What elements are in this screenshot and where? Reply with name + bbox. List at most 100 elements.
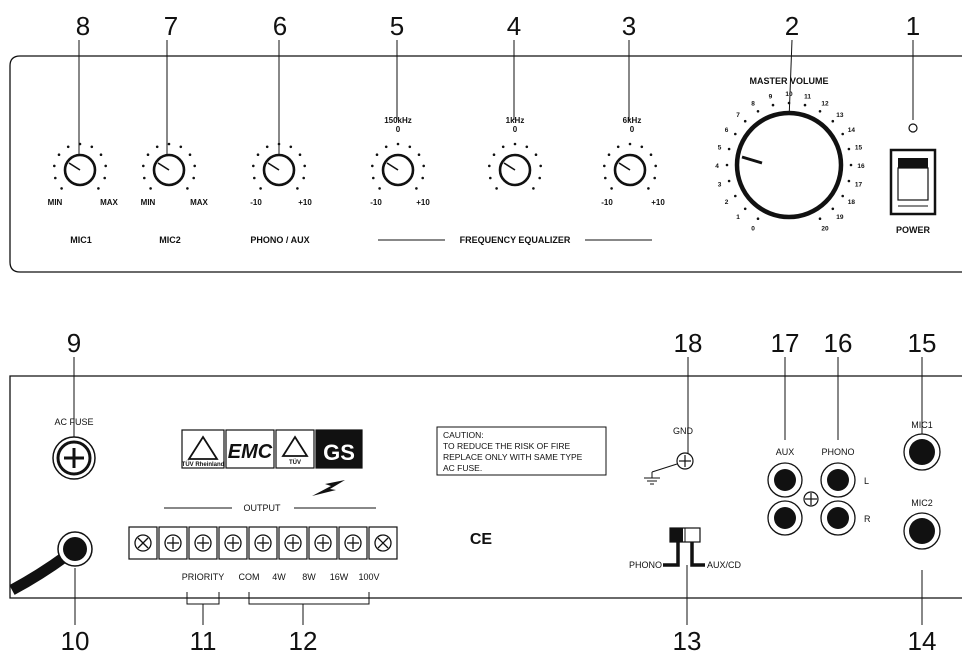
callout-14: 14 (908, 626, 937, 655)
knob-scale-dot (179, 145, 183, 149)
mic1-knob[interactable] (63, 153, 97, 187)
power-cord (9, 531, 93, 595)
aux-right-jack[interactable] (767, 500, 803, 536)
knob-scale-dot (186, 187, 189, 190)
volume-scale-dot (847, 179, 851, 183)
knob-scale-dot (616, 145, 620, 149)
phono-aux-max-label: +10 (298, 198, 312, 207)
rear-panel-outline (9, 375, 962, 599)
phono-aux-knob[interactable] (262, 153, 296, 187)
knob-scale-dot (142, 164, 145, 168)
output-tap-bracket (248, 592, 370, 605)
knob-scale-dot (604, 176, 607, 180)
volume-scale-label: 20 (821, 225, 829, 232)
mic2-knob[interactable] (152, 153, 186, 187)
knob-scale-dot (489, 176, 492, 180)
volume-scale-dot (734, 194, 737, 198)
volume-scale-dot (841, 132, 844, 136)
volume-scale-label: 0 (751, 225, 755, 232)
output-terminal-strip[interactable] (128, 526, 398, 560)
callout-18: 18 (674, 328, 703, 358)
volume-scale-label: 1 (736, 214, 740, 221)
volume-scale-dot (725, 163, 729, 167)
knob-scale-dot (628, 142, 632, 146)
volume-scale-dot (831, 119, 835, 123)
knob-scale-dot (146, 153, 150, 156)
volume-scale-dot (756, 217, 760, 220)
mic2-label: MIC2 (159, 235, 181, 245)
knob-scale-dot (378, 187, 381, 190)
knob-scale-dot (253, 176, 256, 180)
mic1-label: MIC1 (70, 235, 92, 245)
power-switch[interactable] (889, 148, 937, 216)
caution-box (436, 426, 607, 476)
knob-scale-dot (372, 176, 375, 180)
volume-scale-label: 17 (855, 182, 863, 189)
rear-mic2-jack[interactable] (903, 512, 941, 550)
rear-mic1-jack[interactable] (903, 433, 941, 471)
aux-left-jack[interactable] (767, 462, 803, 498)
eq-150khz-knob[interactable] (381, 153, 415, 187)
volume-scale-label: 7 (736, 112, 740, 119)
ac-fuse-holder[interactable] (52, 436, 96, 480)
callout-4: 4 (507, 11, 521, 41)
volume-scale-dot (818, 217, 822, 220)
phono-right-jack[interactable] (820, 500, 856, 536)
caution-line-1: CAUTION: (443, 430, 484, 440)
knob-scale-dot (492, 153, 496, 156)
knob-scale-dot (143, 176, 146, 180)
terminal-label-100v: 100V (358, 572, 379, 582)
knob-scale-dot (539, 164, 542, 168)
volume-scale-label: 10 (785, 91, 793, 98)
eq-6khz-max: +10 (651, 198, 665, 207)
callout-15: 15 (908, 328, 937, 358)
volume-scale-label: 5 (718, 144, 722, 151)
gs-mark: GS (323, 440, 355, 465)
eq-150khz-freq: 150kHz (384, 116, 412, 125)
eq-1khz-knob[interactable] (498, 153, 532, 187)
knob-scale-dot (640, 145, 644, 149)
gnd-terminal[interactable] (676, 452, 694, 470)
volume-scale-dot (727, 147, 731, 151)
volume-scale-dot (818, 110, 822, 113)
terminal-cell (158, 526, 188, 560)
knob-scale-dot (371, 164, 374, 168)
volume-scale-dot (803, 103, 807, 107)
callout-11: 11 (190, 626, 217, 655)
volume-scale-label: 2 (725, 199, 729, 206)
knob-scale-dot (654, 164, 657, 168)
callout-13: 13 (673, 626, 702, 655)
caution-line-3: REPLACE ONLY WITH SAME TYPE (443, 452, 583, 462)
rear-mic2-label: MIC2 (911, 498, 933, 508)
right-channel-label: R (864, 514, 871, 524)
tuv-mark: TÜV (289, 459, 301, 466)
phono-aux-selector-switch[interactable] (663, 527, 705, 567)
volume-scale-label: 3 (718, 182, 722, 189)
volume-scale-dot (831, 207, 835, 211)
rear-leader-lines (73, 357, 923, 625)
mic1-min-label: MIN (48, 198, 63, 207)
knob-scale-dot (57, 153, 61, 156)
phono-left-jack[interactable] (820, 462, 856, 498)
lightning-icon (312, 480, 345, 496)
knob-scale-dot (289, 145, 293, 149)
knob-scale-dot (653, 176, 656, 180)
eq-label: FREQUENCY EQUALIZER (460, 235, 571, 245)
phono-aux-label: PHONO / AUX (250, 235, 309, 245)
volume-scale-label: 11 (804, 94, 811, 101)
knob-scale-dot (488, 164, 491, 168)
phono-aux-min-label: -10 (250, 198, 262, 207)
emc-mark: EMC (228, 441, 273, 463)
knob-scale-dot (265, 145, 269, 149)
eq-6khz-knob[interactable] (613, 153, 647, 187)
master-volume-knob[interactable] (734, 110, 844, 220)
callout-7: 7 (164, 11, 178, 41)
knob-scale-dot (532, 187, 535, 190)
volume-scale-label: 13 (836, 112, 844, 119)
knob-scale-dot (78, 142, 82, 146)
rear-mic1-label: MIC1 (911, 420, 933, 430)
caution-line-4: AC FUSE. (443, 463, 482, 473)
eq-150khz-zero: 0 (396, 125, 401, 134)
